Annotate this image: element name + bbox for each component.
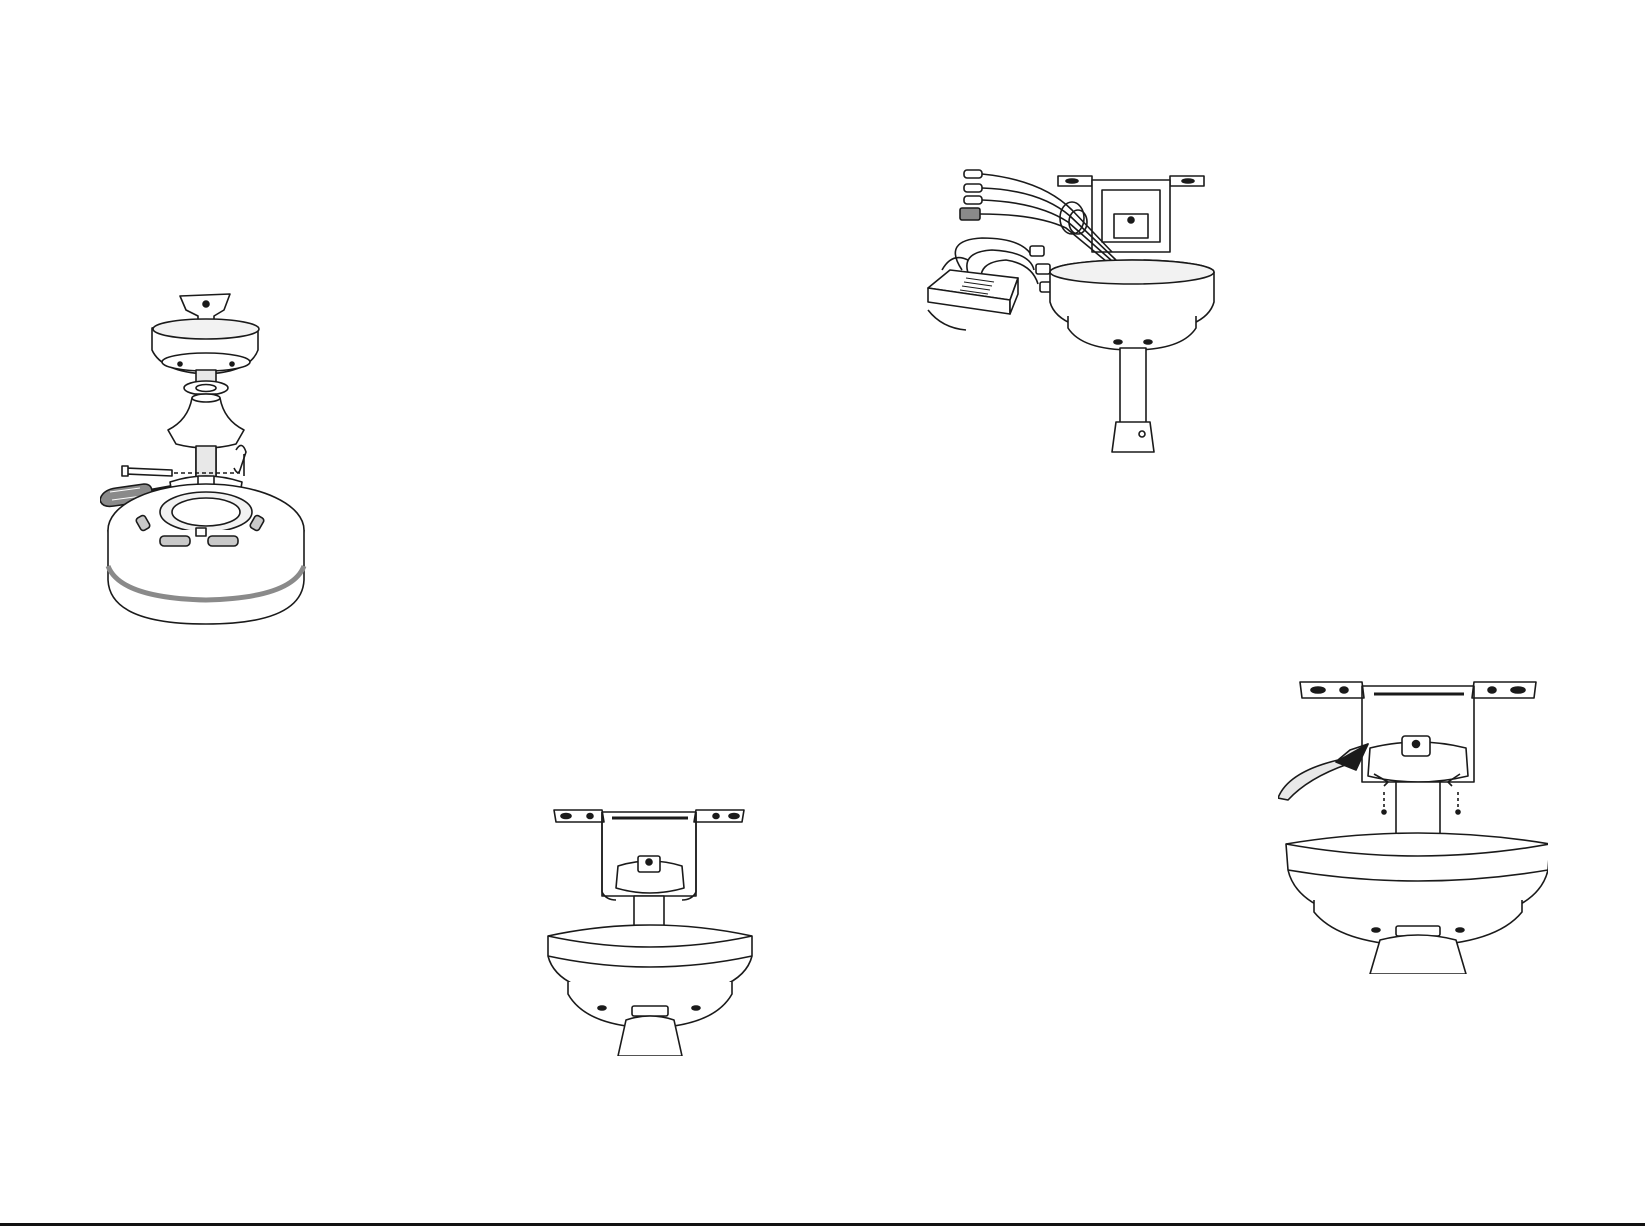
figure-ball-seating — [1278, 674, 1548, 974]
figure-downrod-assembly — [100, 280, 320, 660]
receiver-wiring-illustration — [922, 160, 1272, 465]
downrod-pin-screwdriver-illustration — [100, 280, 320, 660]
hanger-ball-seating-arrow-illustration — [1278, 674, 1548, 974]
figure-bracket-mounted — [546, 806, 766, 1056]
figure-wiring-receiver — [922, 160, 1272, 465]
mounting-bracket-motor-illustration — [546, 806, 766, 1056]
